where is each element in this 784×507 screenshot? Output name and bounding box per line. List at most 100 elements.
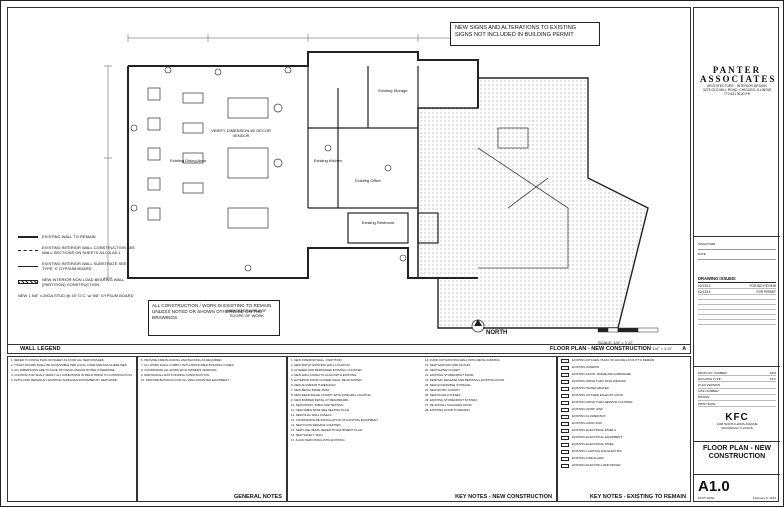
legend-swatch-solid (18, 235, 38, 238)
room-label-office: Existing Office (355, 178, 381, 183)
date-label: DATE (698, 250, 776, 260)
key-note-tag-icon (561, 408, 569, 412)
existing-kitchen-zone (417, 77, 649, 329)
room-label-kitchen: Existing Kitchen (313, 158, 343, 163)
existing-key-note: EXISTING LIGHTING AND ELECTRIC (561, 450, 687, 454)
floor-plan-scale: 1/4" = 1'-0" (652, 346, 672, 351)
note-item: 10. NEW DINING TABLE AND SEATING. (291, 402, 345, 407)
existing-key-note: EXISTING WINDOW (561, 366, 687, 370)
legend-text: EXISTING WALL TO REMAIN (42, 234, 96, 239)
wall-legend: EXISTING WALL TO REMAIN EXISTING INTERIO… (18, 234, 138, 340)
general-note-item: 5. PATCH AND REPAIR ALL EXISTING SURFACE… (11, 377, 119, 382)
client-logo: KFC 1408 NORTH LEWIS AVENUE WAUKEGAN, IL… (714, 412, 760, 438)
existing-key-note: EXISTING ELECTRICAL PANELS (561, 429, 687, 433)
existing-key-note: EXISTING HAND SINK (561, 422, 687, 426)
general-notes-list: 6. PROVIDE FIRE BLOCKING AND BACKING AS … (141, 358, 283, 383)
firm-address: 3275 OLD MILL ROAD, CHICAGO, ILLINOIS (702, 88, 772, 93)
key-note-tag-icon (561, 373, 569, 377)
issued-desc: FOR PERMIT (756, 289, 776, 294)
existing-key-note: EXISTING DOOR, FRAME AND HARDWARE (561, 373, 687, 377)
project-info-row: PRINT DATE (698, 401, 776, 408)
note-item: 14. NEW FOOD-SERVICE COUNTER. (291, 422, 342, 427)
room-label-restroom: Existing Restroom (361, 220, 395, 225)
existing-key-note: EXISTING ELECTRICAL PANEL (561, 443, 687, 447)
note-item: 19. NEW SANITARY AND FAUCET. (425, 362, 471, 367)
drawing-issued-title: DRAWING ISSUED: (698, 276, 776, 283)
key-note-tag-icon (561, 359, 569, 363)
general-note-item: 1. REFER TO FINISH PLAN ON SHEET A3.0 FO… (11, 358, 105, 362)
issued-row-blank (698, 305, 776, 311)
note-item: 15. NEW LINE ITEMS, REFER TO EQUIPMENT P… (291, 427, 363, 432)
plot-date: February 6, 2014 (753, 496, 776, 500)
project-info-row: SITE NUMBER (698, 389, 776, 395)
key-note-tag-icon (561, 422, 569, 426)
issued-row: 02/13/14 FOR PERMIT (698, 289, 776, 296)
note-item: 9. NEW BORDER DETAIL AT MENUBOARD. (291, 397, 350, 402)
existing-key-note-text: EXISTING WINDOW (572, 365, 599, 370)
title-block-divider (694, 474, 780, 475)
issued-row-blank (698, 300, 776, 306)
floor-plan-title: FLOOR PLAN - NEW CONSTRUCTION 1/4" = 1'-… (550, 346, 672, 352)
title-block-divider (694, 366, 780, 367)
room-label-dining: Existing Dining Area (170, 158, 206, 163)
all-construction-note: ALL CONSTRUCTION / WORK IS EXISTING TO R… (148, 300, 280, 336)
project-info-key: PRODUCT NUMBER (698, 370, 727, 375)
wall-legend-title: WALL LEGEND (20, 346, 61, 352)
project-info-value: 1303 (769, 370, 776, 375)
key-notes-new: 1. NEW INTERIOR WALL / PARTITION.2. NEW … (287, 356, 557, 502)
legend-row: EXISTING INTERIOR WALL SUBSTRATE SEE TYP… (18, 261, 138, 271)
firm-name: PANTER ASSOCIATES (700, 65, 777, 84)
client-address: 1408 NORTH LEWIS AVENUE WAUKEGAN, ILLINO… (716, 422, 758, 430)
key-note-tag-icon (561, 457, 569, 461)
project-info-key: DRAWN (698, 395, 710, 400)
general-note-item: 3. ALL DIMENSIONS ARE TO FACE OF FINISH … (11, 367, 116, 372)
key-note-tag-icon (561, 366, 569, 370)
existing-key-note-text: EXISTING DRIVE THRU PASS WINDOW (572, 379, 626, 384)
existing-key-note: EXISTING WORK SINK (561, 408, 687, 412)
note-item: 22. REMOVE, RELEASE AND REINSTALL EXISTI… (425, 377, 505, 382)
general-notes-col-2: 6. PROVIDE FIRE BLOCKING AND BACKING AS … (137, 356, 287, 502)
legend-swatch-thin (18, 265, 38, 267)
note-item: 4. NEW WALL FINISH TO ALIGN WITH EXISTIN… (291, 372, 358, 377)
note-item: 17. ALIGN NEW FINISH WITH EXISTING. (291, 437, 346, 442)
key-note-tag-icon (561, 450, 569, 454)
note-item: 12. NEW DUAL WALL PANELS. (291, 412, 333, 417)
note-item: 13. COORDINATE RE-INSTALLATION OF EXISTI… (291, 417, 379, 422)
indicated-area-note: INDICATED AREA OF SCOPE OF WORK (227, 308, 267, 318)
key-note-tag-icon (561, 401, 569, 405)
note-item: 24. NEW ENTRY CANOPY. (425, 387, 461, 392)
existing-key-note-text: EXISTING WATER HEATER (572, 386, 609, 391)
issued-date: 02/13/14 (698, 289, 711, 294)
legend-row: NEW INTERIOR NON LOAD BEARING WALL (PART… (18, 277, 138, 287)
existing-key-note-text: EXISTING ELECTRICAL PANEL (572, 442, 615, 447)
signature-block: SIGNATURE DATE (698, 240, 776, 260)
note-item: 20. NEW WATER CLOSET. (425, 367, 461, 372)
sheet-footer: PLOT DATE February 6, 2014 (698, 496, 776, 500)
sheet-number: A1.0 (698, 478, 730, 495)
existing-key-note: EXISTING ELECTRICAL EQUIPMENT (561, 436, 687, 440)
existing-key-note: EXISTING DRIVE THRU PASS WINDOW (561, 380, 687, 384)
existing-key-note: EXISTING FLOWER BOX (561, 415, 687, 419)
note-item: 26. EXISTING STOREFRONT SYSTEM. (425, 397, 478, 402)
note-item: 6. NEW ALUMINUM THRESHOLD. (291, 382, 337, 387)
existing-key-note-text: EXISTING FIRE ALARM (572, 456, 604, 461)
legend-footnote: NEW 1 5/8" x 25GA STUD @ 16" O.C. w/ 5/8… (18, 293, 134, 298)
floor-plan-title-text: FLOOR PLAN - NEW CONSTRUCTION (549, 346, 651, 352)
key-note-tag-icon (561, 429, 569, 433)
existing-key-note-text: EXISTING LIGHTING AND ELECTRIC (572, 449, 622, 454)
floor-plan-area: NEW SIGNS AND ALTERATIONS TO EXISTING SI… (7, 7, 691, 345)
existing-key-note-text: EXISTING ELECTRICAL PANELS (572, 428, 617, 433)
existing-key-note: EXISTING FIRE ALARM (561, 457, 687, 461)
firm-contact: 773 631 5100 PH (723, 92, 751, 97)
note-item: 3. ALTERED AND REFINISHED EXISTING COUNT… (291, 367, 363, 372)
plan-title-strip: WALL LEGEND FLOOR PLAN - NEW CONSTRUCTIO… (7, 345, 691, 354)
existing-key-note-text: EXISTING HAND SINK (572, 421, 603, 426)
key-notes-existing-title: KEY NOTES - EXISTING TO REMAIN (589, 494, 686, 501)
issued-row (698, 295, 776, 301)
key-notes-col-1: 1. NEW INTERIOR WALL / PARTITION.2. NEW … (291, 358, 419, 444)
existing-key-note-text: EXISTING ELECTRIC HAND DRYER (572, 463, 621, 468)
